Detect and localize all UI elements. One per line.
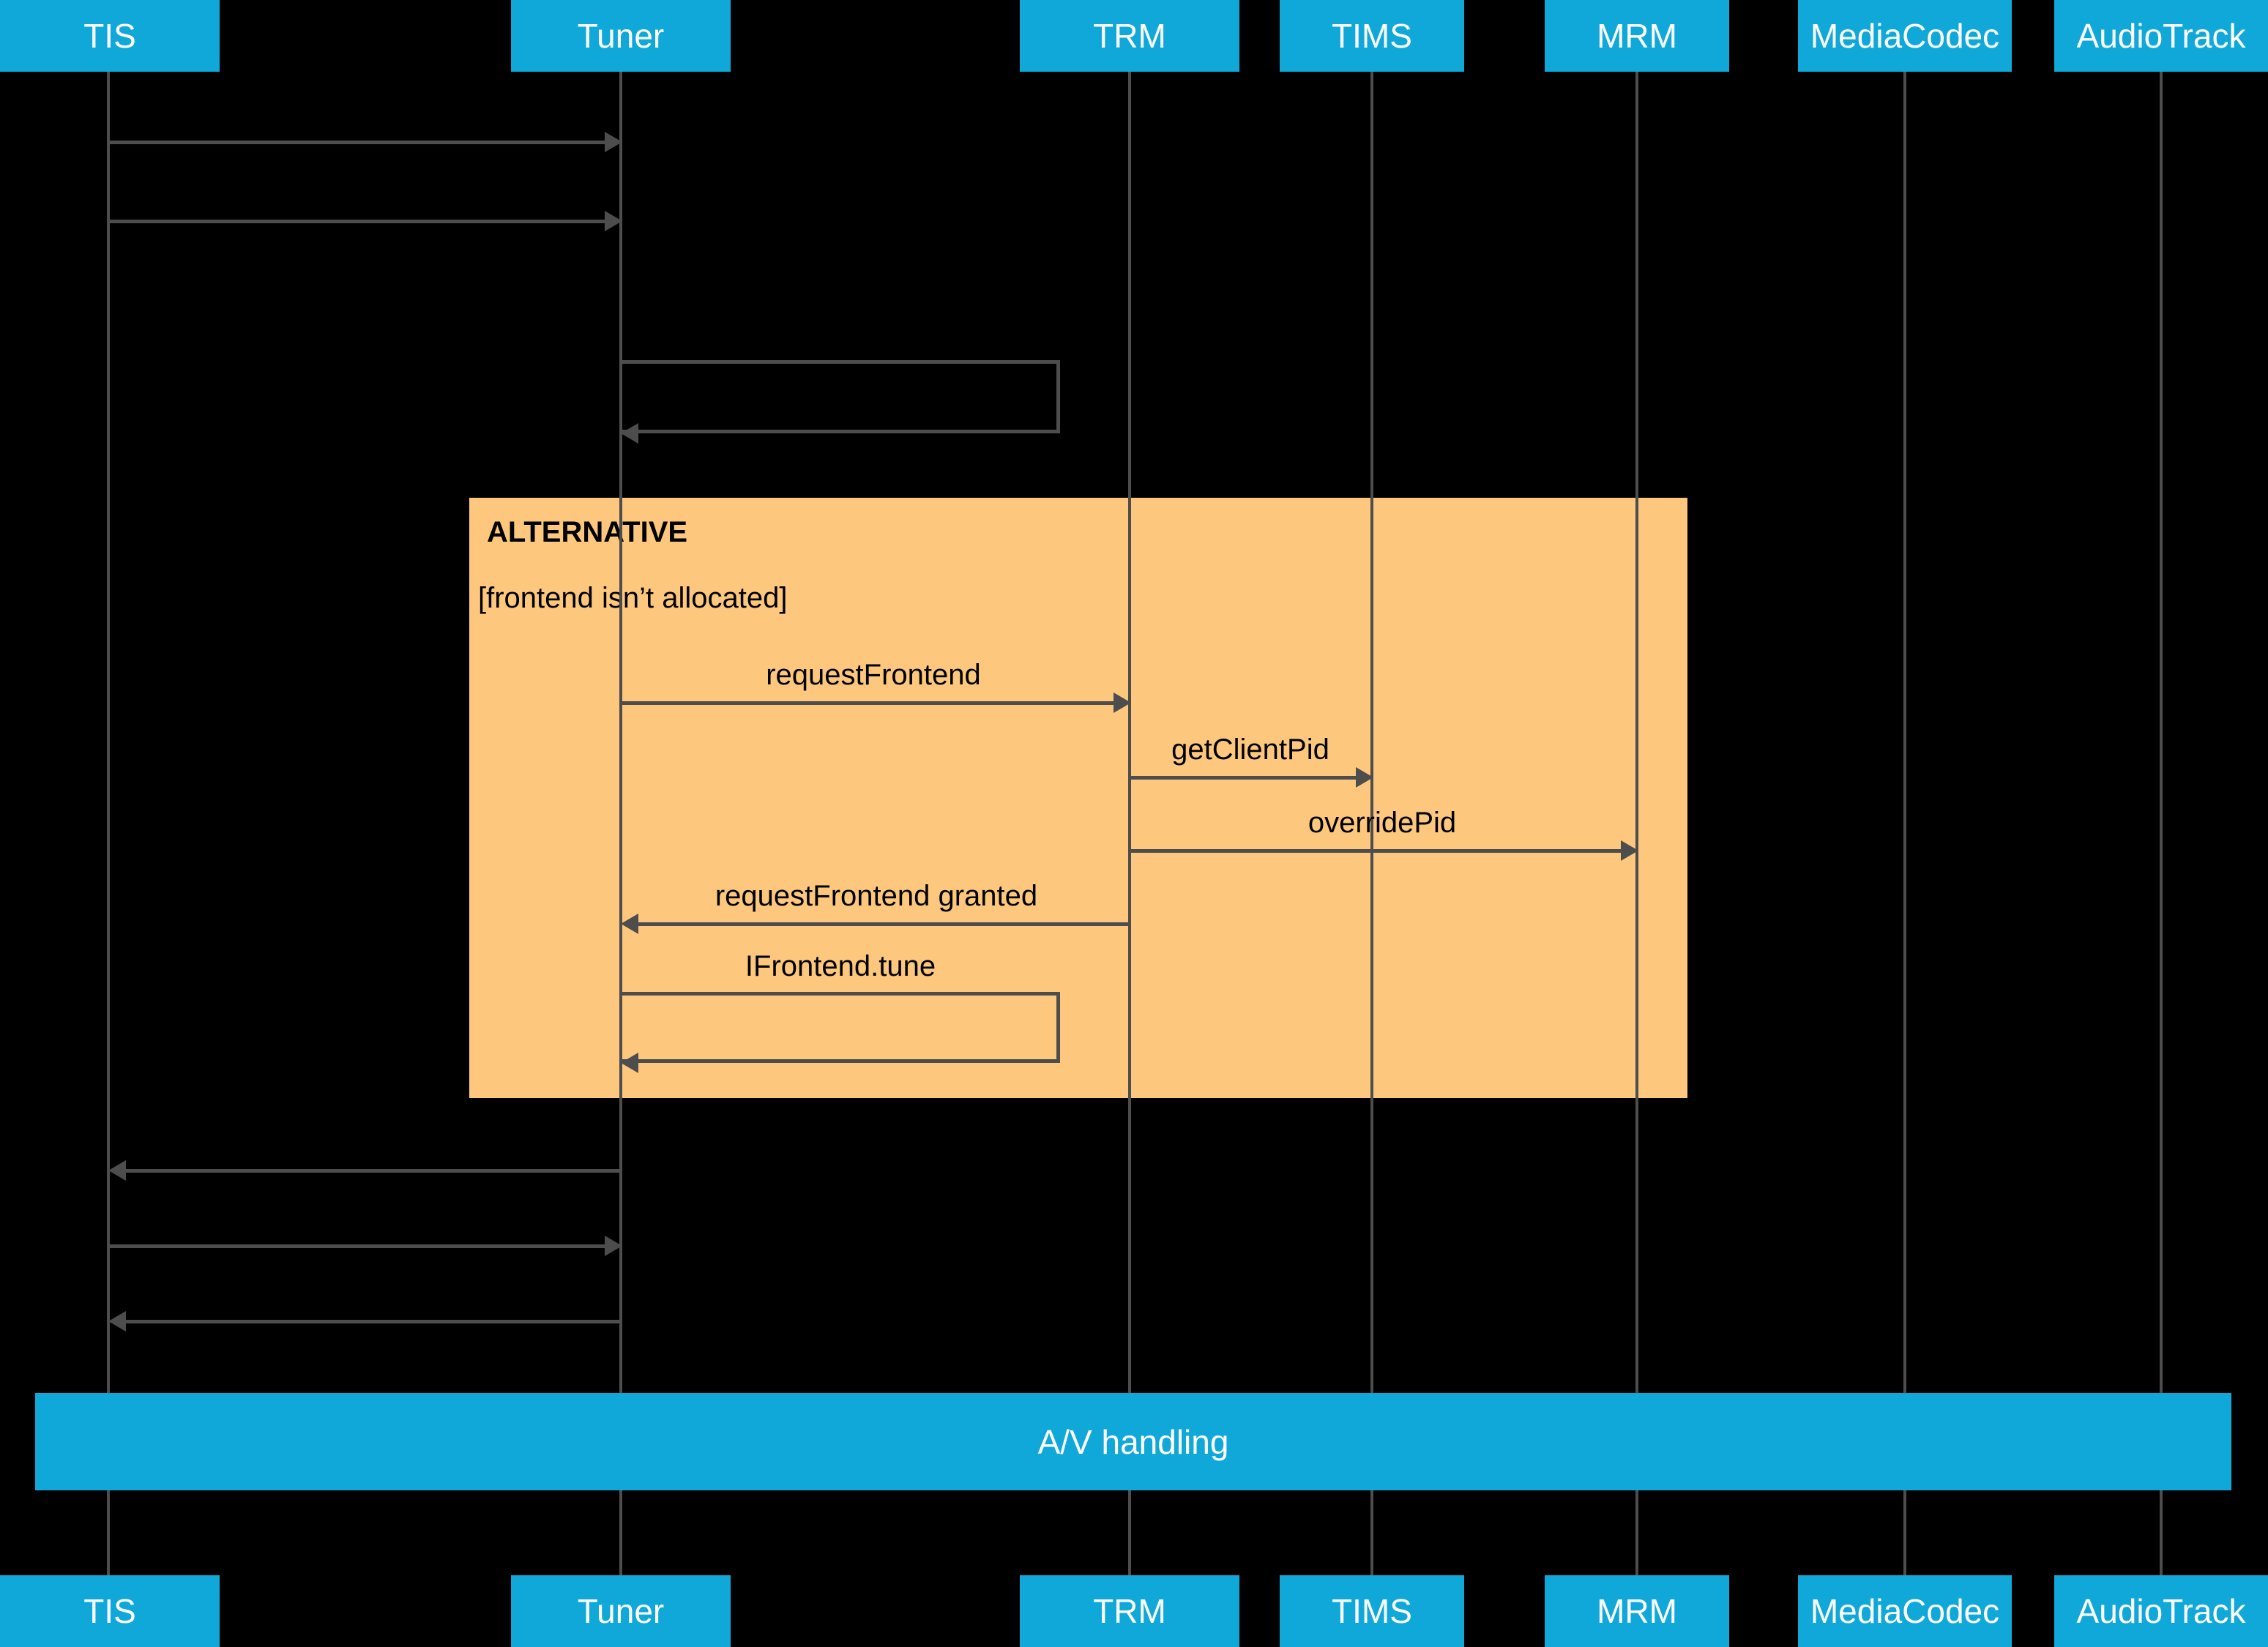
arrowhead-message-10: [605, 1236, 622, 1256]
participant-label-audiotrack: AudioTrack: [2076, 17, 2246, 55]
message-line-override-pid[interactable]: [1130, 849, 1631, 853]
participant-footer-mediacodec[interactable]: MediaCodec: [1798, 1575, 2012, 1647]
participant-footer-label-trm: TRM: [1093, 1592, 1166, 1630]
arrowhead-request-frontend: [1114, 692, 1131, 713]
participant-footer-tims[interactable]: TIMS: [1280, 1575, 1464, 1647]
lifeline-mrm-over-fragment: [1635, 498, 1638, 1098]
fragment-operator-label: ALTERNATIVE: [487, 516, 688, 548]
participant-header-tis[interactable]: TIS: [0, 0, 220, 72]
arrowhead-message-9: [108, 1160, 126, 1181]
participant-footer-tuner[interactable]: Tuner: [511, 1575, 731, 1647]
reference-bar-av-handling[interactable]: A/V handling: [35, 1393, 2231, 1490]
participant-footer-label-tis: TIS: [83, 1592, 136, 1630]
lifeline-audiotrack: [2160, 72, 2163, 1575]
arrowhead-request-frontend-granted: [621, 914, 638, 934]
participant-footer-trm[interactable]: TRM: [1020, 1575, 1239, 1647]
participant-footer-label-tuner: Tuner: [577, 1592, 665, 1630]
message-label-request-frontend-granted: requestFrontend granted: [715, 880, 1038, 912]
participant-footer-mrm[interactable]: MRM: [1545, 1575, 1729, 1647]
arrowhead-message-2: [605, 211, 622, 231]
participant-footer-label-mrm: MRM: [1597, 1592, 1677, 1630]
arrowhead-ifrontend-tune: [621, 1053, 638, 1073]
participant-label-mrm: MRM: [1597, 17, 1677, 55]
message-line-2[interactable]: [108, 220, 613, 223]
participant-header-mrm[interactable]: MRM: [1545, 0, 1729, 72]
lifeline-trm-over-fragment: [1128, 498, 1131, 1098]
participant-label-tuner: Tuner: [577, 17, 665, 55]
message-label-ifrontend-tune: IFrontend.tune: [745, 950, 936, 982]
self-message-loop-ifrontend-tune[interactable]: [621, 992, 1060, 1063]
lifeline-tis: [107, 72, 110, 1575]
message-line-10[interactable]: [108, 1244, 613, 1248]
arrowhead-message-11: [108, 1311, 126, 1332]
participant-label-tis: TIS: [83, 17, 136, 55]
lifeline-tuner-over-fragment: [619, 498, 622, 1098]
arrowhead-message-1: [605, 132, 622, 152]
participant-footer-tis[interactable]: TIS: [0, 1575, 220, 1647]
participant-footer-label-mediacodec: MediaCodec: [1810, 1592, 2000, 1630]
lifeline-mediacodec: [1903, 72, 1906, 1575]
participant-header-mediacodec[interactable]: MediaCodec: [1798, 0, 2012, 72]
message-line-1[interactable]: [108, 141, 613, 144]
lifeline-tims-over-fragment: [1370, 498, 1373, 1098]
participant-header-tims[interactable]: TIMS: [1280, 0, 1464, 72]
message-label-request-frontend: requestFrontend: [766, 659, 981, 691]
participant-header-trm[interactable]: TRM: [1020, 0, 1239, 72]
reference-bar-label: A/V handling: [1037, 1422, 1229, 1461]
arrowhead-message-3: [621, 423, 638, 444]
participant-footer-label-tims: TIMS: [1332, 1592, 1412, 1630]
fragment-guard-label: [frontend isn’t allocated]: [478, 582, 788, 614]
participant-header-audiotrack[interactable]: AudioTrack: [2054, 0, 2268, 72]
participant-label-trm: TRM: [1093, 17, 1166, 55]
message-label-get-client-pid: getClientPid: [1171, 733, 1329, 766]
arrowhead-get-client-pid: [1356, 767, 1373, 788]
participant-label-tims: TIMS: [1332, 17, 1412, 55]
message-line-request-frontend[interactable]: [621, 701, 1122, 705]
participant-footer-label-audiotrack: AudioTrack: [2076, 1592, 2246, 1630]
participant-header-tuner[interactable]: Tuner: [511, 0, 731, 72]
combined-fragment-alternative: [469, 498, 1687, 1098]
arrowhead-override-pid: [1621, 840, 1638, 861]
message-line-11[interactable]: [126, 1320, 621, 1323]
message-label-override-pid: overridePid: [1308, 807, 1457, 839]
self-message-loop-3[interactable]: [621, 360, 1060, 433]
message-line-request-frontend-granted[interactable]: [638, 922, 1129, 926]
participant-footer-audiotrack[interactable]: AudioTrack: [2054, 1575, 2268, 1647]
message-line-get-client-pid[interactable]: [1130, 776, 1365, 780]
message-line-9[interactable]: [126, 1169, 621, 1173]
participant-label-mediacodec: MediaCodec: [1810, 17, 2000, 55]
